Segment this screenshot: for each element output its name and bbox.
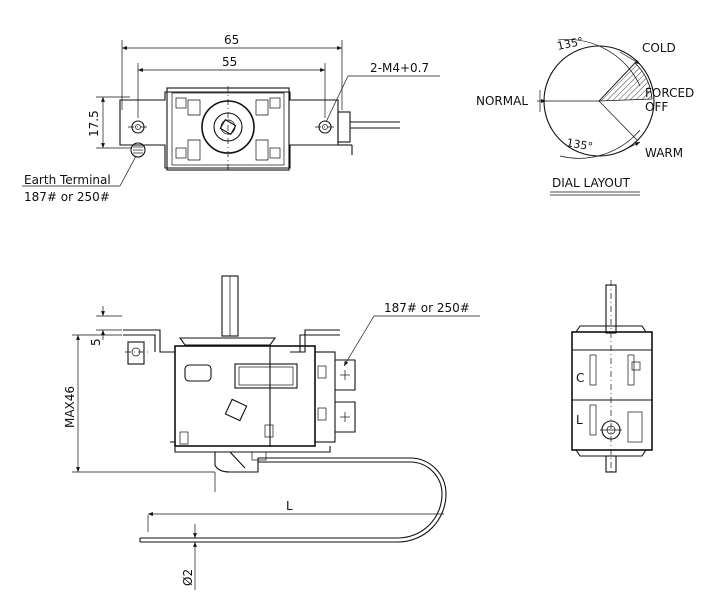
dial-label-off: OFF bbox=[645, 100, 668, 114]
dim-length-l: L bbox=[286, 499, 293, 513]
dim-top-5: 5 bbox=[89, 338, 103, 346]
terminal-spec: 187# or 250# bbox=[384, 301, 470, 315]
top-view: 65 55 2-M4+0.7 17.5 bbox=[22, 33, 440, 204]
dim-holes-55: 55 bbox=[222, 55, 237, 69]
dial-label-forced: FORCED bbox=[645, 86, 694, 100]
dial-angle-bottom: 135° bbox=[565, 136, 593, 153]
end-label-c: C bbox=[576, 371, 584, 385]
earth-terminal-spec: 187# or 250# bbox=[24, 190, 110, 204]
dim-diameter-2: Ø2 bbox=[181, 569, 195, 586]
dim-max46: MAX46 bbox=[63, 386, 77, 428]
dial-label-warm: WARM bbox=[645, 146, 683, 160]
dial-label-normal: NORMAL bbox=[476, 94, 528, 108]
dim-overall-65: 65 bbox=[224, 33, 239, 47]
dial-layout-title: DIAL LAYOUT bbox=[552, 176, 631, 190]
earth-terminal-label: Earth Terminal bbox=[24, 173, 111, 187]
dial-angle-top: 135° bbox=[556, 35, 585, 53]
end-view: C L bbox=[571, 280, 653, 475]
end-label-l: L bbox=[576, 413, 583, 427]
dim-height-17-5: 17.5 bbox=[87, 110, 101, 137]
side-view: 187# or 250# 5 MAX46 L Ø2 bbox=[63, 275, 480, 590]
dial-label-cold: COLD bbox=[642, 41, 676, 55]
hole-callout: 2-M4+0.7 bbox=[370, 61, 429, 75]
dial-layout: 135° 135° COLD FORCED OFF NORMAL WARM DI… bbox=[476, 35, 694, 196]
